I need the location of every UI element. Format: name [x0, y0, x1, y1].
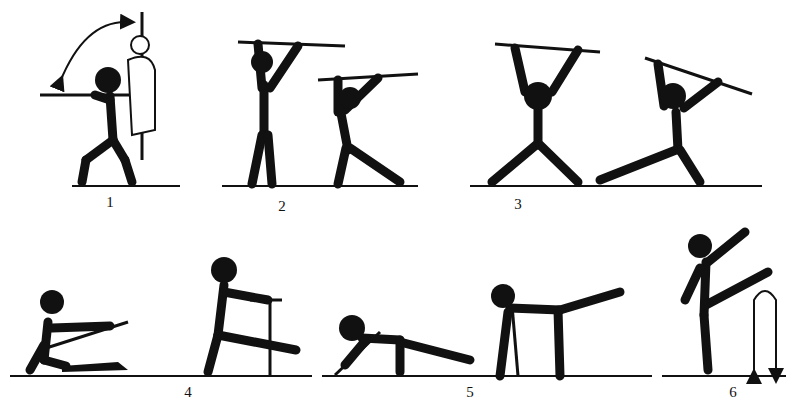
figure-5 — [335, 284, 620, 376]
figure-number: 6 — [729, 385, 737, 400]
figure-2 — [238, 42, 418, 184]
figure-3 — [492, 44, 752, 182]
figure-6 — [685, 232, 776, 376]
ground-lines — [10, 186, 786, 376]
figure-number: 2 — [278, 199, 286, 214]
figure-number: 4 — [184, 385, 192, 400]
figure-4 — [30, 257, 296, 376]
figure-number: 5 — [466, 385, 474, 400]
figure-number: 3 — [514, 197, 522, 212]
figure-1 — [40, 12, 155, 182]
figure-number: 1 — [106, 195, 114, 210]
